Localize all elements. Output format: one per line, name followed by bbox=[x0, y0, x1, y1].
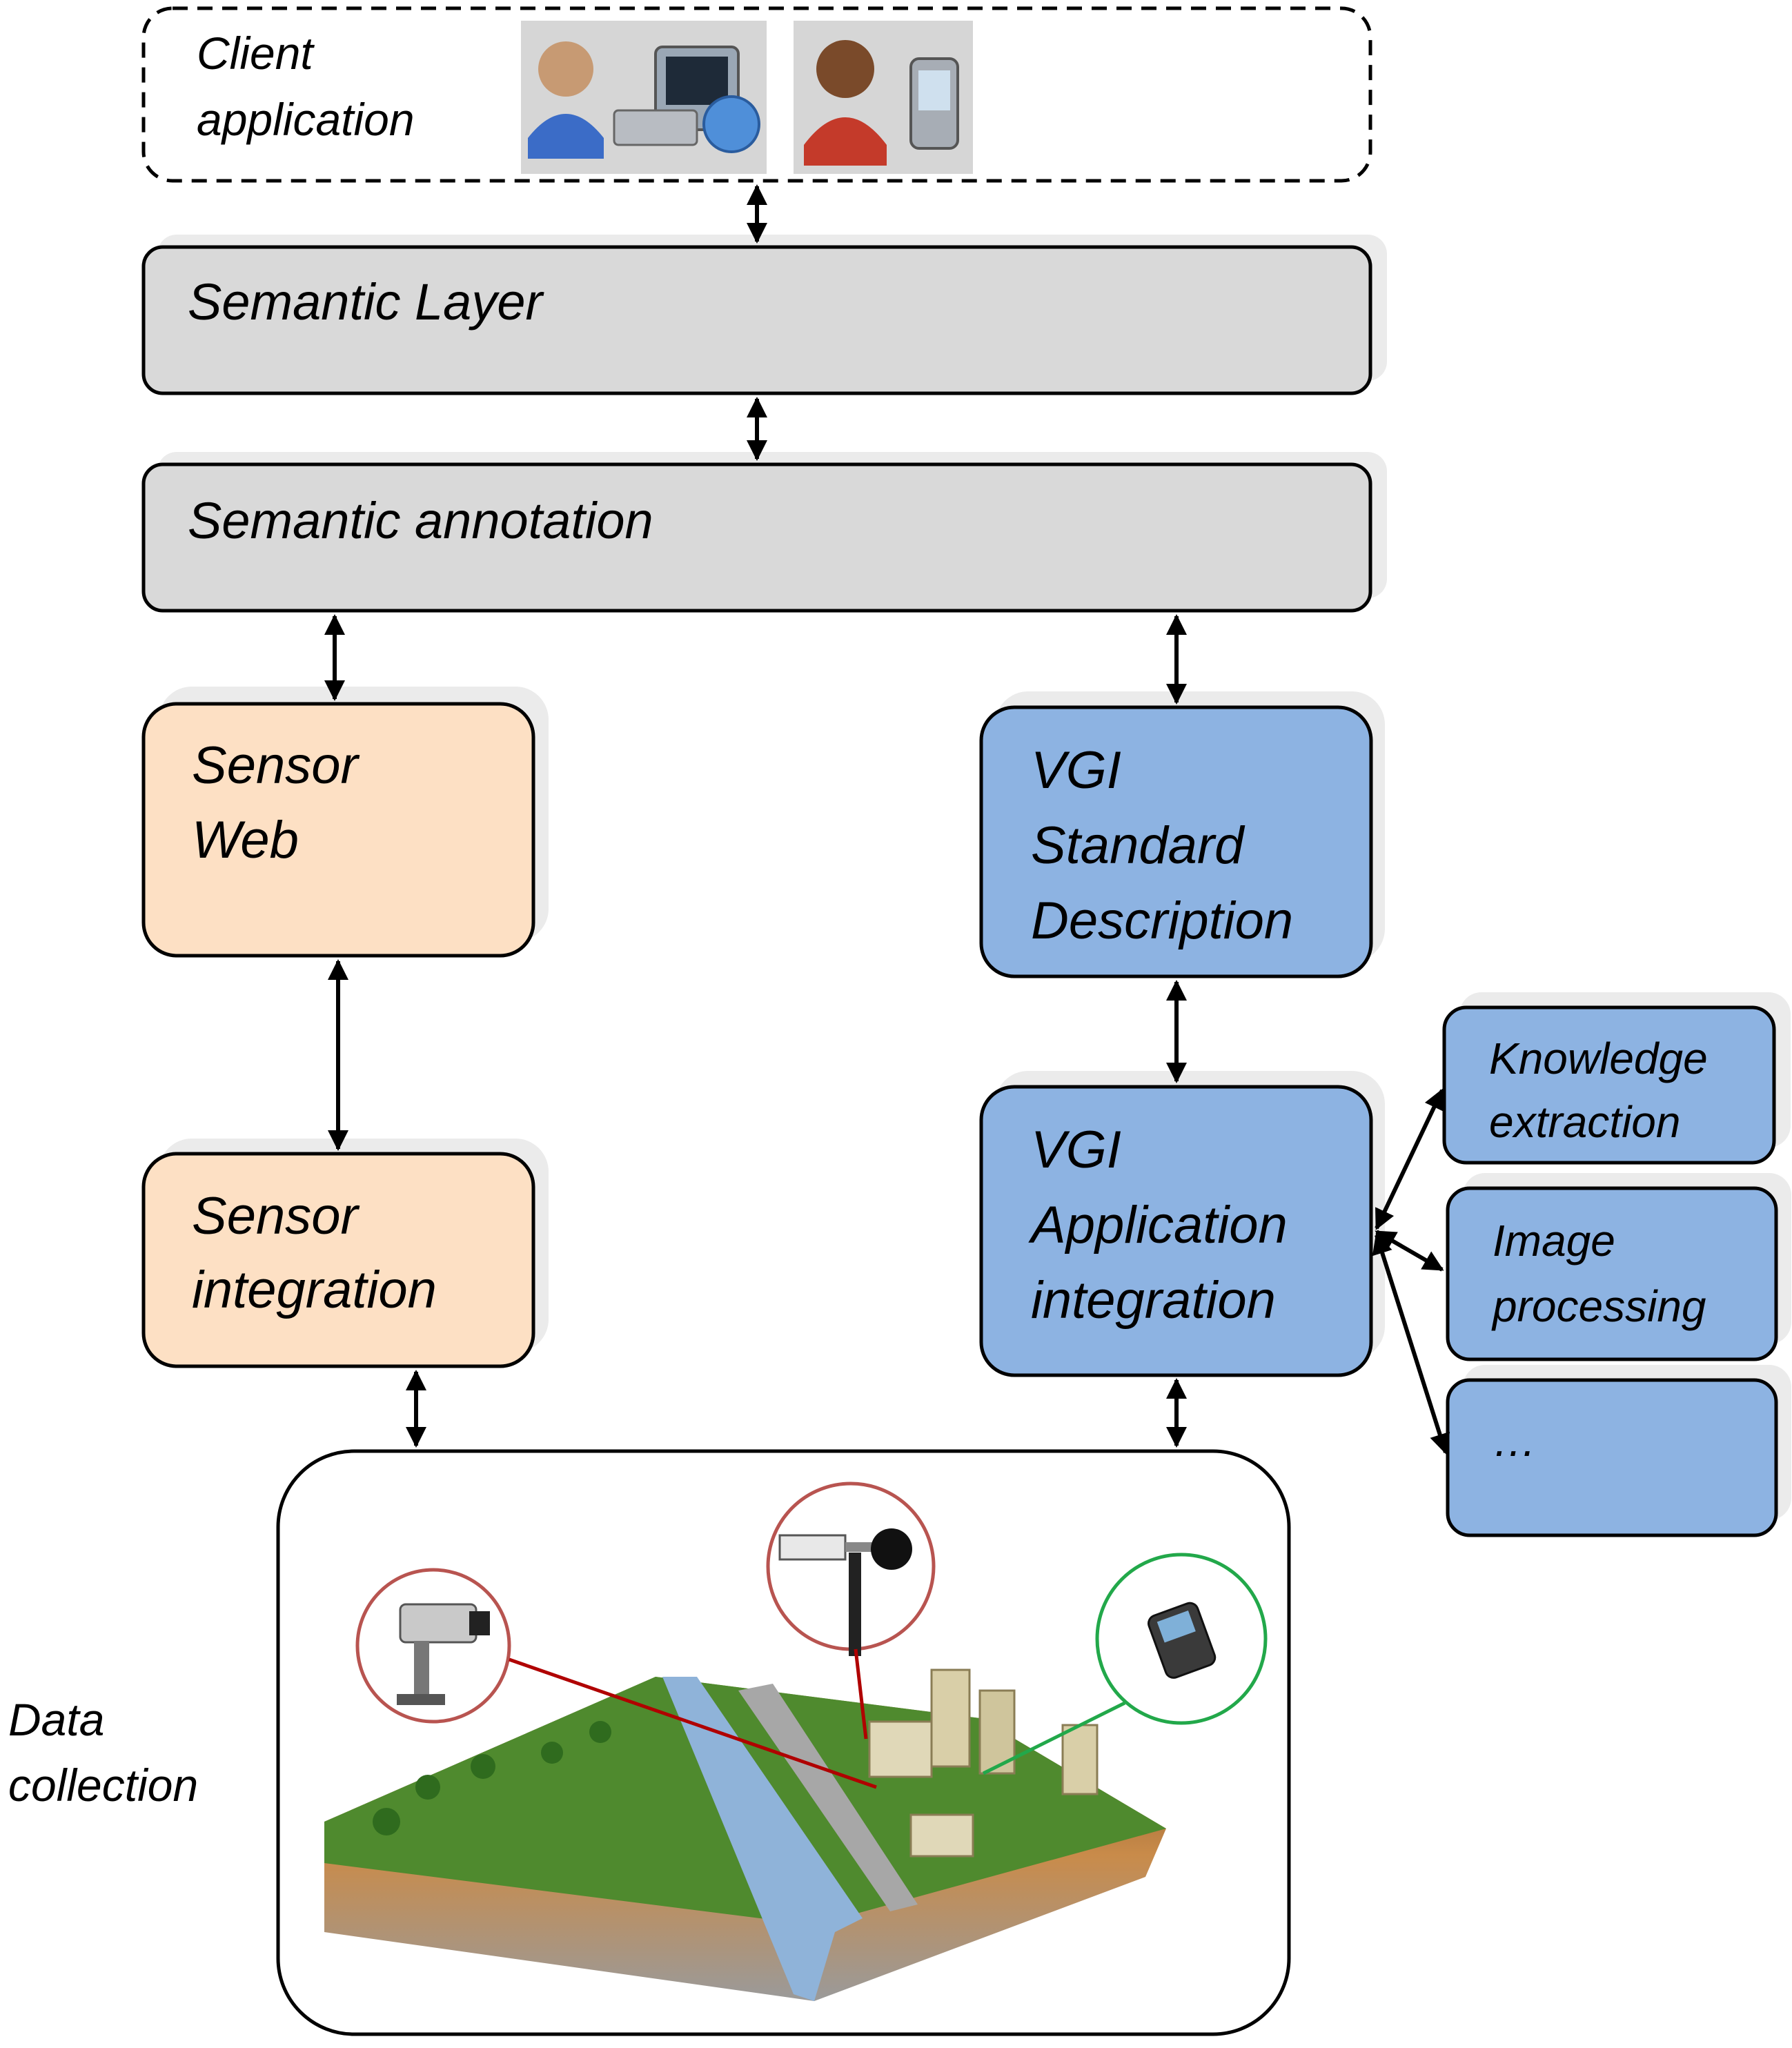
client-label-line1: Client bbox=[197, 28, 315, 79]
knowledge-label-line1: Knowledge bbox=[1489, 1034, 1708, 1083]
sensor-web-label-line1: Sensor bbox=[192, 736, 360, 795]
sensor-integration-label-line2: integration bbox=[192, 1261, 437, 1319]
smartphone-icon bbox=[982, 1553, 1268, 1775]
more-modules-label: … bbox=[1493, 1416, 1537, 1466]
phone-marker-line bbox=[982, 1701, 1126, 1775]
sensor-web-box: Sensor Web bbox=[141, 687, 549, 958]
sensor-integration-label-line1: Sensor bbox=[192, 1187, 360, 1245]
vgi-standard-label-line3: Description bbox=[1031, 892, 1293, 950]
connector-arrows bbox=[324, 184, 1450, 1455]
sensor-web-label-line2: Web bbox=[192, 811, 299, 869]
semantic-layer-label: Semantic Layer bbox=[188, 273, 544, 331]
image-processing-box: Image processing bbox=[1446, 1173, 1791, 1361]
camera-marker-line bbox=[509, 1657, 877, 1789]
arrow-vgi-knowledge bbox=[1375, 1088, 1444, 1230]
semantic-annotation-label: Semantic annotation bbox=[188, 492, 653, 549]
client-label-line2: application bbox=[197, 94, 415, 145]
knowledge-label-line2: extraction bbox=[1489, 1097, 1680, 1147]
vgi-standard-description-box: VGI Standard Description bbox=[979, 691, 1385, 978]
vgi-application-label-line2: Application bbox=[1028, 1196, 1288, 1254]
anemometer-icon bbox=[766, 1481, 936, 1740]
vgi-application-label-line3: integration bbox=[1031, 1271, 1276, 1330]
semantic-layer-box: Semantic Layer bbox=[141, 235, 1387, 395]
knowledge-extraction-box: Knowledge extraction bbox=[1442, 992, 1791, 1165]
landscape-illustration bbox=[324, 1668, 1166, 2001]
vgi-application-integration-box: VGI Application integration bbox=[979, 1071, 1385, 1377]
arrow-vgi-more bbox=[1372, 1233, 1450, 1455]
client-application-box: Client application bbox=[141, 6, 1372, 183]
surveillance-camera-icon bbox=[355, 1568, 877, 1789]
image-processing-label-line1: Image bbox=[1493, 1216, 1615, 1266]
vgi-application-label-line1: VGI bbox=[1031, 1121, 1121, 1179]
semantic-annotation-box: Semantic annotation bbox=[141, 452, 1387, 613]
data-collection-label-line2: collection bbox=[8, 1760, 198, 1811]
more-modules-box: … bbox=[1446, 1365, 1791, 1537]
data-collection-label-line1: Data bbox=[8, 1694, 104, 1745]
mobile-user-icon bbox=[794, 21, 973, 174]
weather-marker-line bbox=[854, 1648, 868, 1740]
desktop-user-icon bbox=[521, 21, 767, 174]
vgi-standard-label-line2: Standard bbox=[1031, 816, 1245, 875]
sensor-integration-box: Sensor integration bbox=[141, 1139, 549, 1368]
image-processing-label-line2: processing bbox=[1491, 1281, 1706, 1331]
vgi-standard-label-line1: VGI bbox=[1031, 741, 1121, 800]
data-collection-box bbox=[276, 1449, 1291, 2036]
